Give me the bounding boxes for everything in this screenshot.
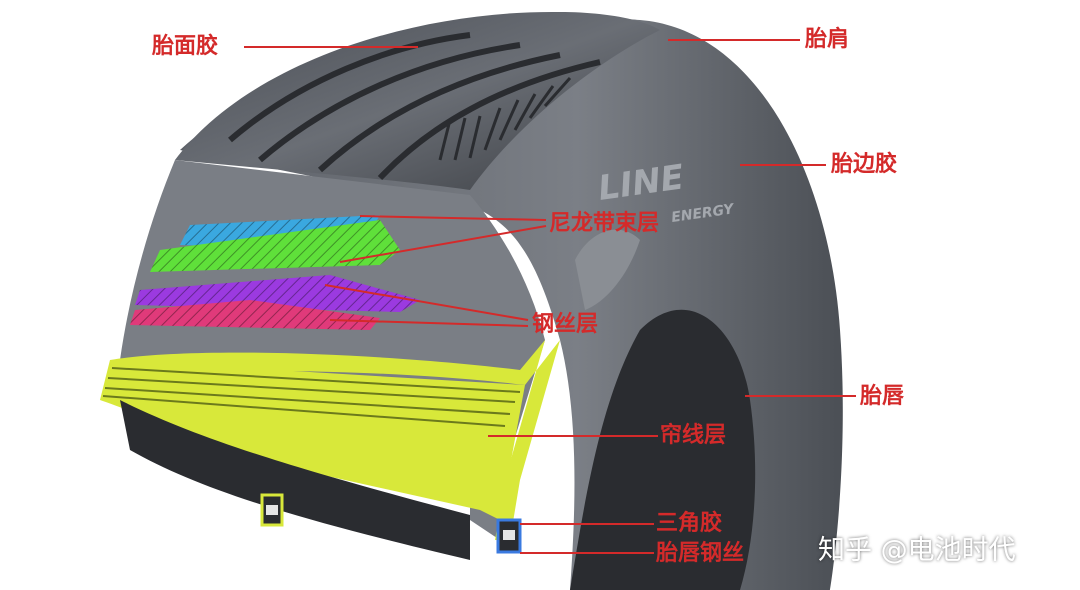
tread-sipes <box>438 77 572 161</box>
label-shoulder: 胎肩 <box>805 27 850 52</box>
sidewall-emblem <box>575 229 640 310</box>
label-bead-wire: 胎唇钢丝 <box>656 541 745 566</box>
tread-grooves <box>228 32 601 181</box>
watermark: 知乎 @电池时代 <box>818 535 1016 566</box>
ply-layer-yellow-body <box>100 360 525 520</box>
label-steel-belt: 钢丝层 <box>532 312 599 337</box>
ply-stripes <box>102 367 521 427</box>
leader-nylon-1 <box>359 215 547 221</box>
leader-nylon-2 <box>339 225 547 263</box>
label-apex: 三角胶 <box>656 511 723 536</box>
tire-inner-opening <box>570 309 756 590</box>
label-ply: 帘线层 <box>660 423 727 448</box>
leader-lines <box>244 39 856 554</box>
inner-liner <box>120 400 470 560</box>
label-tread: 胎面胶 <box>152 34 219 59</box>
label-bead: 胎唇 <box>860 384 905 409</box>
leader-steel-2 <box>329 319 529 327</box>
label-sidewall: 胎边胶 <box>831 152 898 177</box>
leader-steel-1 <box>324 284 529 321</box>
ply-layer-yellow <box>110 340 560 540</box>
label-nylon-belt: 尼龙带束层 <box>549 211 660 236</box>
